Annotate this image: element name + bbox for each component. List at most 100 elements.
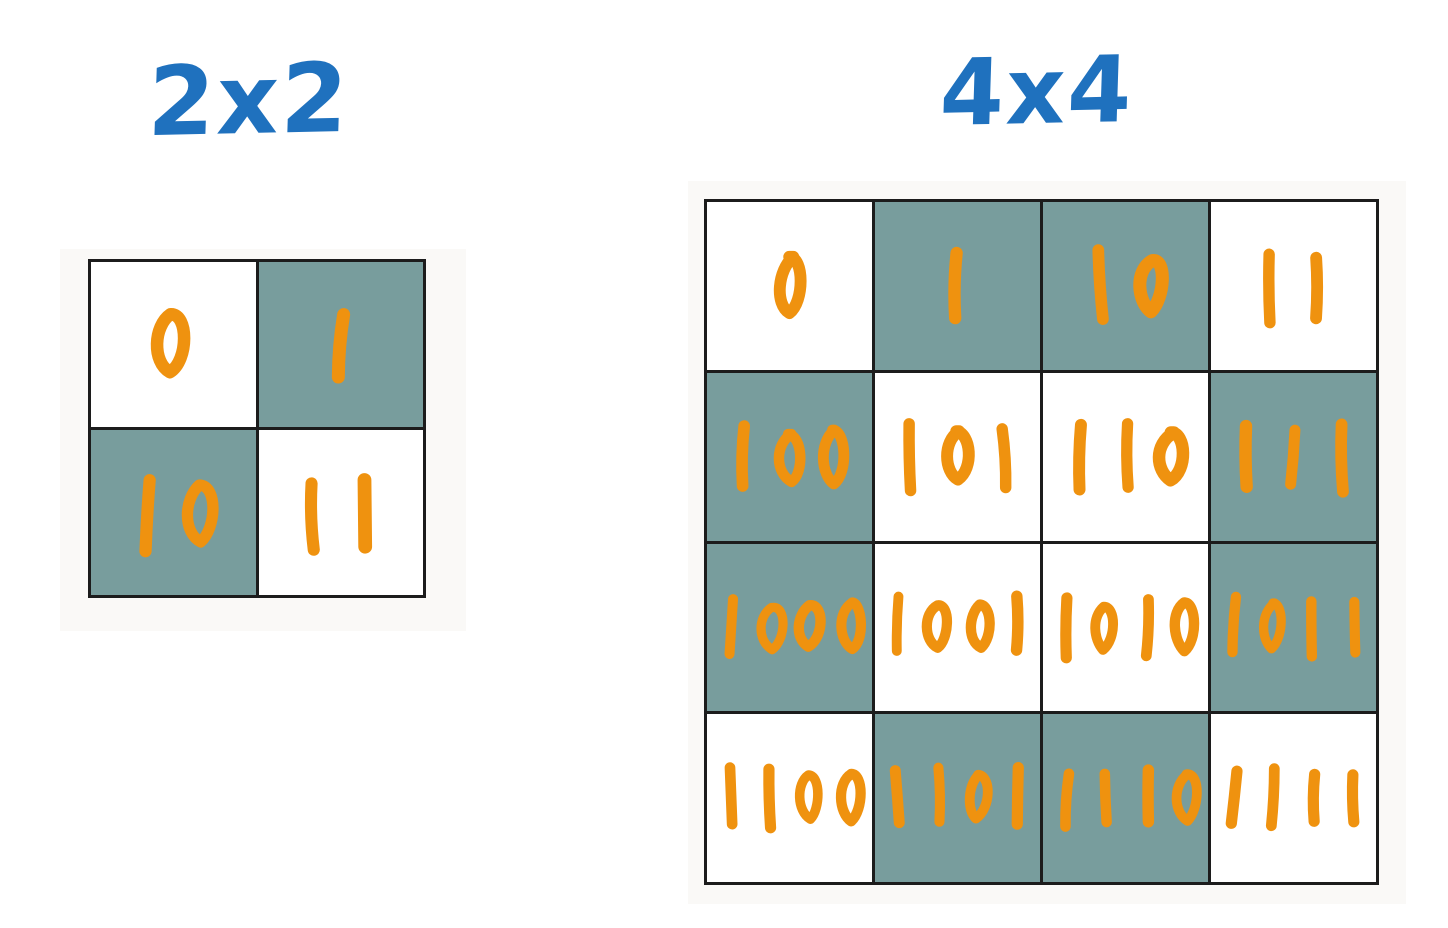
grid-cell-11: [1211, 202, 1376, 370]
digit-one-glyph: [890, 409, 934, 505]
grid-cell-1000: [707, 543, 872, 712]
digit-one-glyph: [1335, 583, 1373, 671]
digit-one-glyph: [1047, 583, 1085, 671]
grid-cell-1: [258, 262, 423, 427]
digit-zero-glyph: [831, 583, 869, 671]
binary-value-11: [1247, 236, 1341, 336]
digit-zero-glyph: [831, 754, 869, 842]
digit-one-glyph: [1272, 409, 1316, 505]
digit-zero-glyph: [175, 461, 223, 565]
digit-zero-glyph: [791, 754, 829, 842]
digit-one-glyph: [123, 461, 171, 565]
binary-grid-2x2: [88, 259, 426, 598]
digit-zero-glyph: [149, 293, 197, 397]
binary-value-1011: [1215, 583, 1373, 671]
binary-value-1001: [879, 583, 1037, 671]
digit-zero-glyph: [1167, 754, 1205, 842]
digit-one-glyph: [1247, 236, 1293, 336]
grid-cell-1010: [1043, 543, 1208, 712]
binary-value-1100: [711, 754, 869, 842]
grid-cell-0: [91, 262, 256, 427]
digit-zero-glyph: [814, 409, 858, 505]
binary-value-1: [933, 233, 983, 339]
binary-value-0: [149, 293, 197, 397]
digit-one-glyph: [711, 583, 749, 671]
digit-one-glyph: [999, 754, 1037, 842]
digit-zero-glyph: [1087, 583, 1125, 671]
digit-zero-glyph: [1150, 409, 1194, 505]
digit-one-glyph: [1318, 409, 1362, 505]
binary-value-1: [317, 293, 365, 397]
digit-one-glyph: [291, 461, 339, 565]
digit-one-glyph: [1215, 754, 1253, 842]
digit-one-glyph: [999, 583, 1037, 671]
binary-value-0: [765, 233, 815, 339]
digit-one-glyph: [1295, 236, 1341, 336]
digit-one-glyph: [343, 461, 391, 565]
digit-one-glyph: [1226, 409, 1270, 505]
digit-one-glyph: [1127, 583, 1165, 671]
digit-one-glyph: [722, 409, 766, 505]
grid-cell-1001: [875, 543, 1040, 712]
digit-one-glyph: [751, 754, 789, 842]
grid-cell-1011: [1211, 543, 1376, 712]
grid-title-4x4: 4x4: [938, 35, 1136, 148]
digit-zero-glyph: [1127, 236, 1173, 336]
binary-value-1010: [1047, 583, 1205, 671]
digit-one-glyph: [1079, 236, 1125, 336]
binary-value-11: [291, 461, 391, 565]
grid-cell-1110: [1043, 714, 1208, 882]
digit-one-glyph: [1295, 754, 1333, 842]
binary-value-101: [890, 409, 1026, 505]
grid-cell-111: [1211, 372, 1376, 541]
binary-grid-4x4: [704, 199, 1379, 885]
digit-one-glyph: [317, 293, 365, 397]
digit-one-glyph: [711, 754, 749, 842]
digit-one-glyph: [982, 409, 1026, 505]
binary-value-111: [1226, 409, 1362, 505]
binary-value-1101: [879, 754, 1037, 842]
digit-zero-glyph: [768, 409, 812, 505]
grid-cell-1101: [875, 714, 1040, 882]
digit-zero-glyph: [1167, 583, 1205, 671]
binary-value-1110: [1047, 754, 1205, 842]
digit-one-glyph: [1087, 754, 1125, 842]
grid-cell-1111: [1211, 714, 1376, 882]
binary-value-110: [1058, 409, 1194, 505]
grid-cell-10: [91, 430, 256, 595]
grid-cell-110: [1043, 372, 1208, 541]
binary-value-10: [123, 461, 223, 565]
digit-zero-glyph: [919, 583, 957, 671]
digit-zero-glyph: [959, 754, 997, 842]
binary-value-10: [1079, 236, 1173, 336]
digit-one-glyph: [1295, 583, 1333, 671]
digit-one-glyph: [919, 754, 957, 842]
binary-value-1111: [1215, 754, 1373, 842]
digit-zero-glyph: [765, 233, 815, 339]
digit-zero-glyph: [791, 583, 829, 671]
digit-one-glyph: [1047, 754, 1085, 842]
digit-one-glyph: [879, 583, 917, 671]
grid-cell-101: [875, 372, 1040, 541]
digit-one-glyph: [933, 233, 983, 339]
digit-zero-glyph: [751, 583, 789, 671]
grid-title-2x2: 2x2: [146, 41, 352, 159]
digit-one-glyph: [1335, 754, 1373, 842]
digit-zero-glyph: [1255, 583, 1293, 671]
grid-cell-1100: [707, 714, 872, 882]
digit-one-glyph: [1058, 409, 1102, 505]
digit-zero-glyph: [959, 583, 997, 671]
grid-cell-1: [875, 202, 1040, 370]
grid-cell-0: [707, 202, 872, 370]
grid-cell-11: [258, 430, 423, 595]
digit-one-glyph: [879, 754, 917, 842]
digit-one-glyph: [1127, 754, 1165, 842]
binary-value-1000: [711, 583, 869, 671]
digit-one-glyph: [1104, 409, 1148, 505]
digit-zero-glyph: [936, 409, 980, 505]
binary-value-100: [722, 409, 858, 505]
digit-one-glyph: [1215, 583, 1253, 671]
grid-cell-10: [1043, 202, 1208, 370]
digit-one-glyph: [1255, 754, 1293, 842]
grid-cell-100: [707, 372, 872, 541]
